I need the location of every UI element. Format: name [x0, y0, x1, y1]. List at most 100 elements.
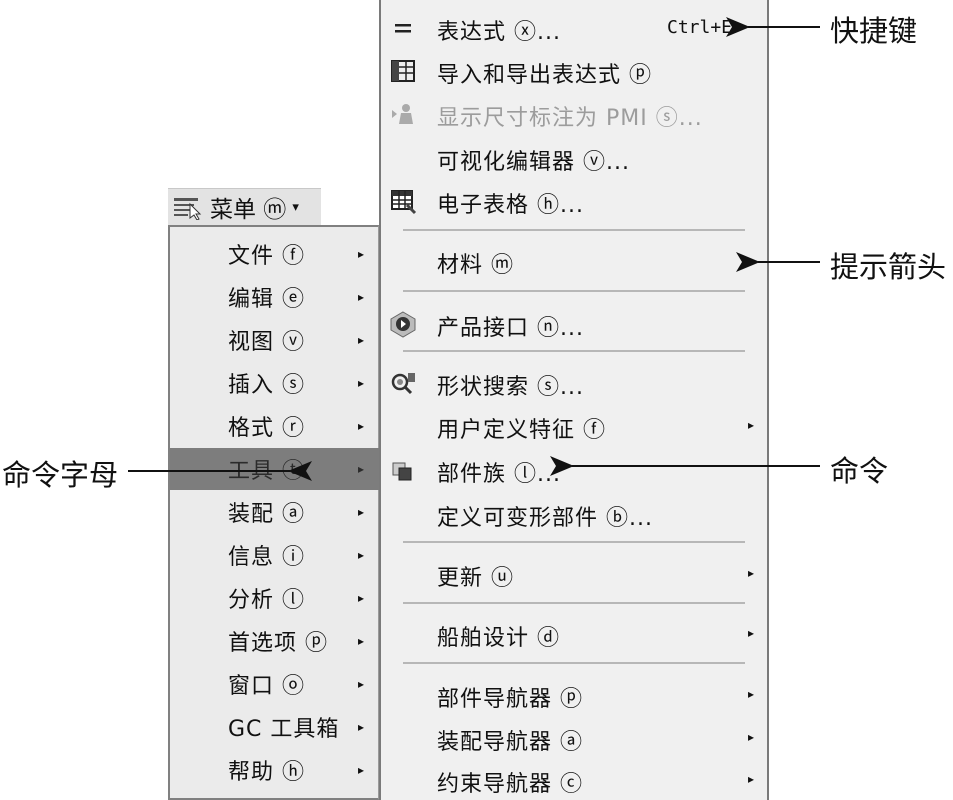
submenu-arrow-icon: ▸: [358, 677, 366, 691]
menu-item-label: 电子表格 ⓗ...: [437, 193, 584, 218]
menu-item-show-pmi[interactable]: 显示尺寸标注为 PMI ⓢ...: [381, 94, 767, 134]
menu-item-label: 更新 ⓤ: [437, 566, 514, 591]
menu-button[interactable]: 菜单 ⓜ ▾: [168, 188, 321, 225]
menu-item-shape-search[interactable]: 形状搜索 ⓢ...: [381, 363, 767, 403]
submenu-arrow-icon: ▸: [748, 772, 756, 786]
menu-item-expressions[interactable]: 表达式 ⓧ... Ctrl+E: [381, 8, 767, 48]
menu-item-help[interactable]: 帮助 ⓗ ▸: [170, 749, 379, 791]
spreadsheet-icon: [389, 187, 417, 215]
menu-item-label: 表达式 ⓧ...: [437, 20, 561, 45]
menu-item-label: 船舶设计 ⓓ: [437, 626, 560, 651]
submenu-arrow-icon: ▸: [748, 418, 756, 432]
submenu-arrow-icon: ▸: [358, 462, 366, 476]
tools-submenu: 表达式 ⓧ... Ctrl+E 导入和导出表达式 ⓟ 显示尺寸标注为 PMI ⓢ…: [379, 0, 769, 800]
menu-item-preferences[interactable]: 首选项 ⓟ ▸: [170, 620, 379, 662]
part-family-icon: [389, 456, 417, 484]
menu-item-label: 视图 ⓥ: [228, 330, 305, 355]
menu-separator: [403, 290, 745, 292]
menu-item-label: 插入 ⓢ: [228, 373, 305, 398]
submenu-arrow-icon: ▸: [358, 247, 366, 261]
chevron-down-icon: ▾: [292, 199, 299, 215]
menu-item-label: 材料 ⓜ: [437, 253, 514, 278]
menu-item-label: 部件族 ⓛ...: [437, 462, 561, 487]
menu-item-user-defined-feature[interactable]: 用户定义特征 ⓕ ▸: [381, 406, 767, 446]
menu-item-product-interface[interactable]: 产品接口 ⓝ...: [381, 304, 767, 344]
menu-item-edit[interactable]: 编辑 ⓔ ▸: [170, 276, 379, 318]
submenu-arrow-icon: ▸: [748, 730, 756, 744]
pmi-icon: [389, 100, 417, 128]
table-import-icon: [389, 57, 417, 85]
equals-icon: [389, 14, 417, 42]
menu-item-label: 定义可变形部件 ⓑ...: [437, 506, 653, 531]
menu-item-spreadsheet[interactable]: 电子表格 ⓗ...: [381, 181, 767, 221]
menu-item-label: 首选项 ⓟ: [228, 631, 328, 656]
annotation-command-letter: 命令字母: [2, 458, 119, 492]
menu-item-material[interactable]: 材料 ⓜ ▸: [381, 241, 767, 281]
menu-item-constraint-navigator[interactable]: 约束导航器 ⓒ ▸: [381, 760, 767, 800]
menu-item-label: 显示尺寸标注为 PMI ⓢ...: [437, 106, 703, 131]
main-menu: 文件 ⓕ ▸ 编辑 ⓔ ▸ 视图 ⓥ ▸ 插入 ⓢ ▸ 格式 ⓡ ▸ 工具 ⓣ ▸ 装配 ⓐ…: [168, 225, 379, 800]
submenu-arrow-icon: ▸: [358, 591, 366, 605]
menu-button-label: 菜单 ⓜ: [210, 197, 287, 223]
submenu-arrow-icon: ▸: [358, 290, 366, 304]
menu-item-deformable-part[interactable]: 定义可变形部件 ⓑ...: [381, 494, 767, 534]
menu-separator: [403, 541, 745, 543]
menu-item-label: 窗口 ⓞ: [228, 674, 305, 699]
menu-item-ship-design[interactable]: 船舶设计 ⓓ ▸: [381, 614, 767, 654]
menu-item-label: 形状搜索 ⓢ...: [437, 375, 584, 400]
menu-item-label: 帮助 ⓗ: [228, 760, 305, 785]
shape-search-icon: [389, 369, 417, 397]
menu-item-file[interactable]: 文件 ⓕ ▸: [170, 233, 379, 275]
menu-item-part-family[interactable]: 部件族 ⓛ...: [381, 450, 767, 490]
menu-item-label: 格式 ⓡ: [228, 416, 305, 441]
menu-item-label: 分析 ⓛ: [228, 588, 305, 613]
menu-item-format[interactable]: 格式 ⓡ ▸: [170, 405, 379, 447]
menu-item-tools[interactable]: 工具 ⓣ ▸: [170, 448, 379, 490]
menu-item-label: 文件 ⓕ: [228, 244, 305, 269]
menu-item-label: 用户定义特征 ⓕ: [437, 418, 606, 443]
menu-separator: [403, 350, 745, 352]
menu-item-label: 导入和导出表达式 ⓟ: [437, 63, 652, 88]
shortcut-label: Ctrl+E: [667, 17, 733, 38]
submenu-arrow-icon: ▸: [748, 687, 756, 701]
menu-item-insert[interactable]: 插入 ⓢ ▸: [170, 362, 379, 404]
annotation-shortcut-key: 快捷键: [830, 14, 918, 48]
menu-item-view[interactable]: 视图 ⓥ ▸: [170, 319, 379, 361]
submenu-arrow-icon: ▸: [748, 253, 756, 267]
menu-item-label: 部件导航器 ⓟ: [437, 687, 583, 712]
menu-item-assembly[interactable]: 装配 ⓐ ▸: [170, 491, 379, 533]
annotation-hint-arrow: 提示箭头: [830, 250, 947, 284]
menu-item-analysis[interactable]: 分析 ⓛ ▸: [170, 577, 379, 619]
submenu-arrow-icon: ▸: [358, 376, 366, 390]
product-interface-icon: [389, 310, 417, 338]
menu-item-label: 编辑 ⓔ: [228, 287, 305, 312]
submenu-arrow-icon: ▸: [358, 333, 366, 347]
submenu-arrow-icon: ▸: [358, 505, 366, 519]
menu-item-label: 装配 ⓐ: [228, 502, 305, 527]
menu-item-label: 产品接口 ⓝ...: [437, 316, 584, 341]
menu-item-part-navigator[interactable]: 部件导航器 ⓟ ▸: [381, 675, 767, 715]
menu-item-window[interactable]: 窗口 ⓞ ▸: [170, 663, 379, 705]
menu-separator: [403, 229, 745, 231]
menu-item-label: 约束导航器 ⓒ: [437, 772, 583, 797]
menu-separator: [403, 662, 745, 664]
menu-item-update[interactable]: 更新 ⓤ ▸: [381, 554, 767, 594]
menu-item-visual-editor[interactable]: 可视化编辑器 ⓥ...: [381, 138, 767, 178]
menu-item-label: 装配导航器 ⓐ: [437, 730, 583, 755]
submenu-arrow-icon: ▸: [358, 548, 366, 562]
annotation-command: 命令: [830, 454, 889, 488]
menu-item-label: GC 工具箱: [228, 717, 340, 742]
menu-item-assembly-navigator[interactable]: 装配导航器 ⓐ ▸: [381, 718, 767, 758]
submenu-arrow-icon: ▸: [358, 720, 366, 734]
menu-item-gc-toolkit[interactable]: GC 工具箱 ▸: [170, 706, 379, 748]
menu-item-info[interactable]: 信息 ⓘ ▸: [170, 534, 379, 576]
submenu-arrow-icon: ▸: [748, 566, 756, 580]
submenu-arrow-icon: ▸: [358, 419, 366, 433]
menu-item-label: 信息 ⓘ: [228, 545, 305, 570]
menu-item-import-export-expressions[interactable]: 导入和导出表达式 ⓟ: [381, 51, 767, 91]
submenu-arrow-icon: ▸: [748, 626, 756, 640]
menu-item-label: 工具 ⓣ: [228, 459, 305, 484]
submenu-arrow-icon: ▸: [358, 634, 366, 648]
menu-item-label: 可视化编辑器 ⓥ...: [437, 150, 630, 175]
submenu-arrow-icon: ▸: [358, 763, 366, 777]
